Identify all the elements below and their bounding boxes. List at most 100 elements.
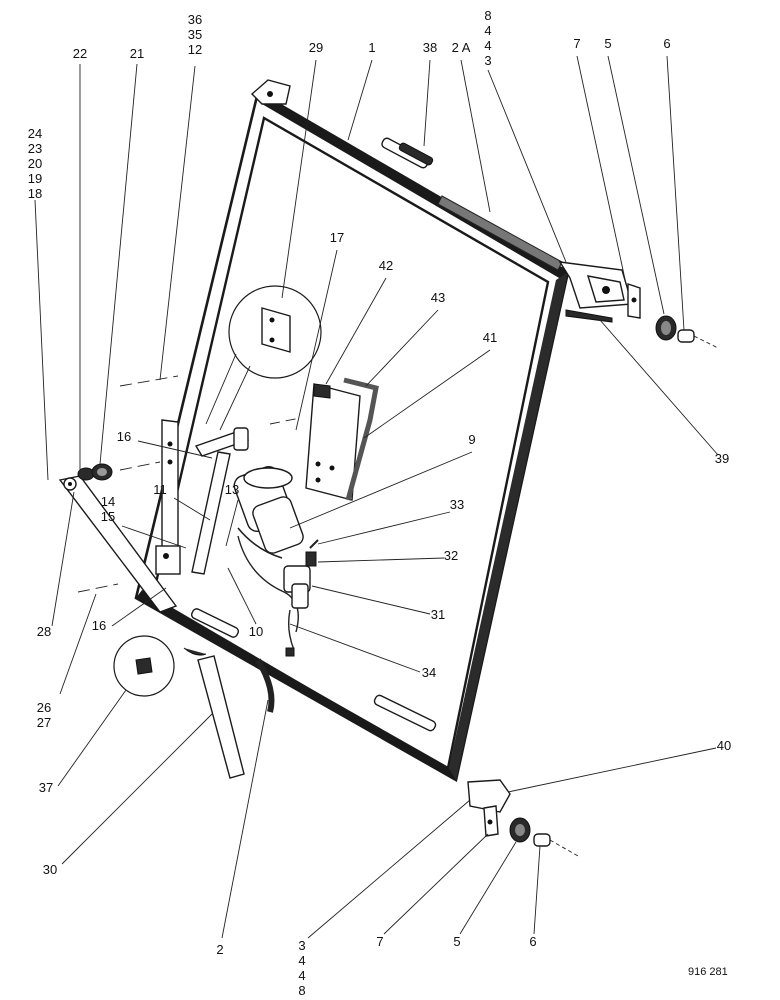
right-hinge-bracket — [558, 261, 641, 323]
callout-c6-top: 6 — [663, 36, 670, 51]
callout-number: 23 — [28, 141, 42, 156]
top-nut — [677, 329, 719, 349]
callout-number: 17 — [330, 230, 344, 245]
callout-c31: 31 — [431, 607, 445, 622]
callout-c38: 38 — [423, 40, 437, 55]
bottom-nut — [533, 833, 579, 857]
callout-c21: 21 — [130, 46, 144, 61]
callout-c34: 34 — [422, 665, 436, 680]
callout-c28: 28 — [37, 624, 51, 639]
callout-number: 5 — [453, 934, 460, 949]
callout-number: 40 — [717, 738, 731, 753]
callout-number: 8 — [298, 983, 305, 998]
callout-c6-bottom: 6 — [529, 934, 536, 949]
callout-c5-top: 5 — [604, 36, 611, 51]
callout-c43: 43 — [431, 290, 445, 305]
callout-number: 4 — [298, 968, 305, 983]
callout-number: 10 — [249, 624, 263, 639]
callout-c41: 41 — [483, 330, 497, 345]
lower-strut — [183, 647, 245, 779]
callout-number: 18 — [28, 186, 42, 201]
leader-lines — [34, 55, 719, 939]
callout-number: 27 — [37, 715, 51, 730]
stay-arm-bushing — [77, 463, 113, 481]
bent-bracket — [343, 377, 379, 501]
callout-number: 24 — [28, 126, 42, 141]
detail-circle-lower — [113, 635, 175, 697]
callout-number: 2 A — [452, 40, 471, 55]
callout-number: 6 — [529, 934, 536, 949]
motor-assembly — [233, 465, 304, 633]
top-hinge-bracket — [250, 79, 291, 105]
callout-c13: 13 — [225, 482, 239, 497]
callout-number: 38 — [423, 40, 437, 55]
callout-c30: 30 — [43, 862, 57, 877]
callout-c22: 22 — [73, 46, 87, 61]
callout-number: 6 — [663, 36, 670, 51]
callout-c33: 33 — [450, 497, 464, 512]
callout-number: 39 — [715, 451, 729, 466]
callout-c32: 32 — [444, 548, 458, 563]
callout-number: 9 — [468, 432, 475, 447]
callout-c11: 11 — [153, 482, 167, 497]
callout-number: 32 — [444, 548, 458, 563]
callout-number: 7 — [376, 934, 383, 949]
callout-c5-bottom: 5 — [453, 934, 460, 949]
callout-number: 12 — [188, 42, 202, 57]
callout-number: 16 — [92, 618, 106, 633]
callout-number: 41 — [483, 330, 497, 345]
switch-assembly — [283, 539, 319, 657]
callout-number: 1 — [368, 40, 375, 55]
callout-number: 7 — [573, 36, 580, 51]
figure-reference-number: 916 281 — [688, 966, 728, 978]
top-slot-plate — [381, 137, 434, 169]
callout-c40: 40 — [717, 738, 731, 753]
callout-number: 31 — [431, 607, 445, 622]
bottom-bushing — [509, 817, 531, 843]
callout-c2a: 2 A — [452, 40, 471, 55]
callout-c42: 42 — [379, 258, 393, 273]
assembly-axis-lines — [77, 375, 301, 593]
central-mount-plate — [305, 383, 361, 501]
callout-number: 16 — [117, 429, 131, 444]
callout-c39: 39 — [715, 451, 729, 466]
callout-number: 8 — [484, 8, 491, 23]
curved-seal — [255, 658, 275, 713]
callout-number: 20 — [28, 156, 42, 171]
callout-number: 26 — [37, 700, 51, 715]
callout-number: 4 — [484, 38, 491, 53]
callout-c16-b: 16 — [92, 618, 106, 633]
callout-number: 33 — [450, 497, 464, 512]
bottom-channel — [190, 608, 437, 732]
bottom-hinge-bracket — [467, 779, 511, 837]
stay-arm — [58, 475, 178, 613]
callout-c29: 29 — [309, 40, 323, 55]
callout-c16-a: 16 — [117, 429, 131, 444]
callout-number: 36 — [188, 12, 202, 27]
callout-number: 37 — [39, 780, 53, 795]
detail-circle-upper — [205, 285, 322, 431]
callout-c7-top: 7 — [573, 36, 580, 51]
callout-number: 4 — [298, 953, 305, 968]
callout-c17: 17 — [330, 230, 344, 245]
callout-number: 2 — [216, 942, 223, 957]
upper-linkage-arm — [194, 427, 250, 457]
callout-number: 35 — [188, 27, 202, 42]
callout-number: 13 — [225, 482, 239, 497]
callout-c9: 9 — [468, 432, 475, 447]
callout-c10: 10 — [249, 624, 263, 639]
callout-number: 11 — [153, 482, 167, 497]
callout-number: 5 — [604, 36, 611, 51]
callout-number: 21 — [130, 46, 144, 61]
left-guide-rail — [155, 419, 181, 575]
callout-c2: 2 — [216, 942, 223, 957]
callout-number: 42 — [379, 258, 393, 273]
callout-number: 30 — [43, 862, 57, 877]
